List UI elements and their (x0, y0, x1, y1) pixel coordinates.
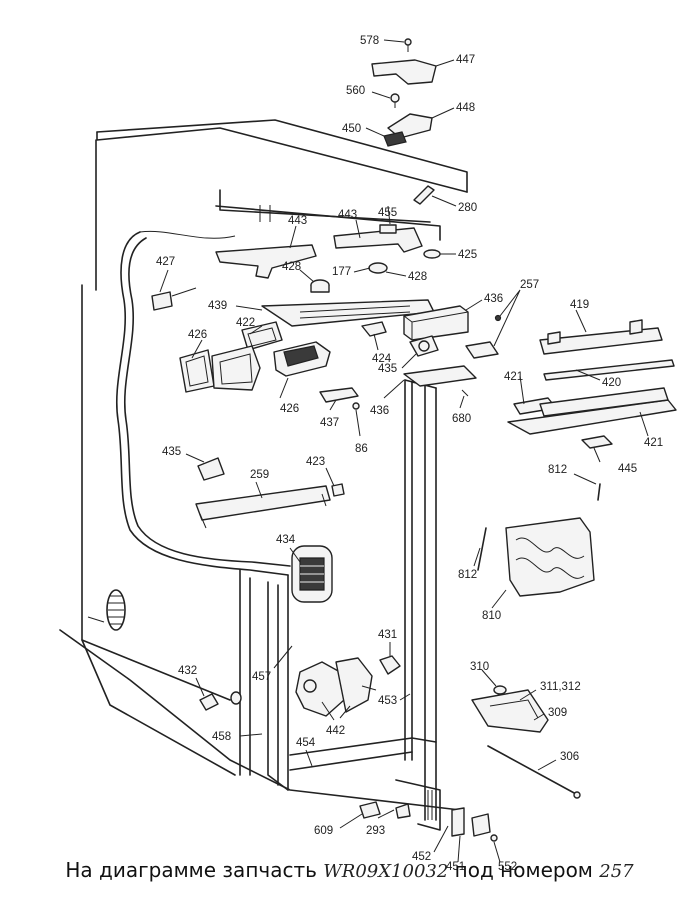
callout-436-bottom: 436 (370, 405, 389, 417)
callout-435-left: 435 (162, 446, 181, 458)
callout-609: 609 (314, 825, 333, 837)
callout-259: 259 (250, 469, 269, 481)
callout-455: 455 (378, 207, 397, 219)
caption-prefix: На диаграмме запчасть (65, 858, 324, 882)
leader-lines (159, 39, 649, 863)
callout-436-top: 436 (484, 293, 503, 305)
callout-428-left: 428 (282, 261, 301, 273)
callout-420: 420 (602, 377, 621, 389)
callout-434: 434 (276, 534, 296, 546)
callout-578: 578 (360, 35, 379, 47)
cabinet-outline (59, 119, 468, 831)
callout-457: 457 (252, 671, 271, 683)
control-assembly (179, 224, 502, 410)
callout-422: 422 (236, 317, 255, 329)
callout-437: 437 (320, 417, 339, 429)
callout-86: 86 (355, 443, 368, 455)
callout-293: 293 (366, 825, 385, 837)
callout-424: 424 (372, 353, 392, 365)
callout-310: 310 (470, 661, 489, 673)
callout-432: 432 (178, 665, 197, 677)
callout-680: 680 (452, 413, 471, 425)
right-parts (471, 319, 677, 799)
callout-810: 810 (482, 610, 501, 622)
callout-435-mid: 435 (378, 363, 397, 375)
callout-421-upper: 421 (504, 371, 523, 383)
callout-421-lower: 421 (644, 437, 663, 449)
callout-450: 450 (342, 123, 361, 135)
callout-423: 423 (306, 456, 325, 468)
caption-part-number: WR09X10032 (323, 861, 449, 882)
callout-451: 451 (446, 861, 465, 873)
callout-448: 448 (456, 102, 475, 114)
callout-labels: 578 447 560 448 450 280 443 443 455 425 … (156, 35, 663, 873)
callout-443-left: 443 (288, 215, 307, 227)
lower-parts (151, 287, 498, 842)
callout-443-right: 443 (338, 209, 357, 221)
callout-309: 309 (548, 707, 567, 719)
caption-middle: под номером (448, 858, 600, 882)
callout-560: 560 (346, 85, 365, 97)
callout-280: 280 (458, 202, 477, 214)
callout-458: 458 (212, 731, 231, 743)
callout-306: 306 (560, 751, 579, 763)
callout-419: 419 (570, 299, 589, 311)
callout-426-top: 426 (188, 329, 207, 341)
callout-439: 439 (208, 300, 227, 312)
callout-453: 453 (378, 695, 397, 707)
callout-431: 431 (378, 629, 397, 641)
callout-812-right: 812 (548, 464, 567, 476)
caption: На диаграмме запчасть WR09X10032 под ном… (0, 858, 699, 894)
callout-552: 552 (498, 861, 517, 873)
callout-442: 442 (326, 725, 345, 737)
callout-454: 454 (296, 737, 316, 749)
callout-447: 447 (456, 54, 475, 66)
hinge-parts (371, 38, 437, 205)
callout-812-left: 812 (458, 569, 477, 581)
callout-426-bottom: 426 (280, 403, 299, 415)
callout-311-312: 311,312 (540, 681, 581, 693)
callout-177: 177 (332, 266, 351, 278)
callout-428-right: 428 (408, 271, 427, 283)
callout-257: 257 (520, 279, 539, 291)
callout-425: 425 (458, 249, 477, 261)
callout-452: 452 (412, 851, 431, 863)
caption-callout: 257 (599, 861, 634, 882)
callout-427: 427 (156, 256, 175, 268)
callout-445: 445 (618, 463, 637, 475)
